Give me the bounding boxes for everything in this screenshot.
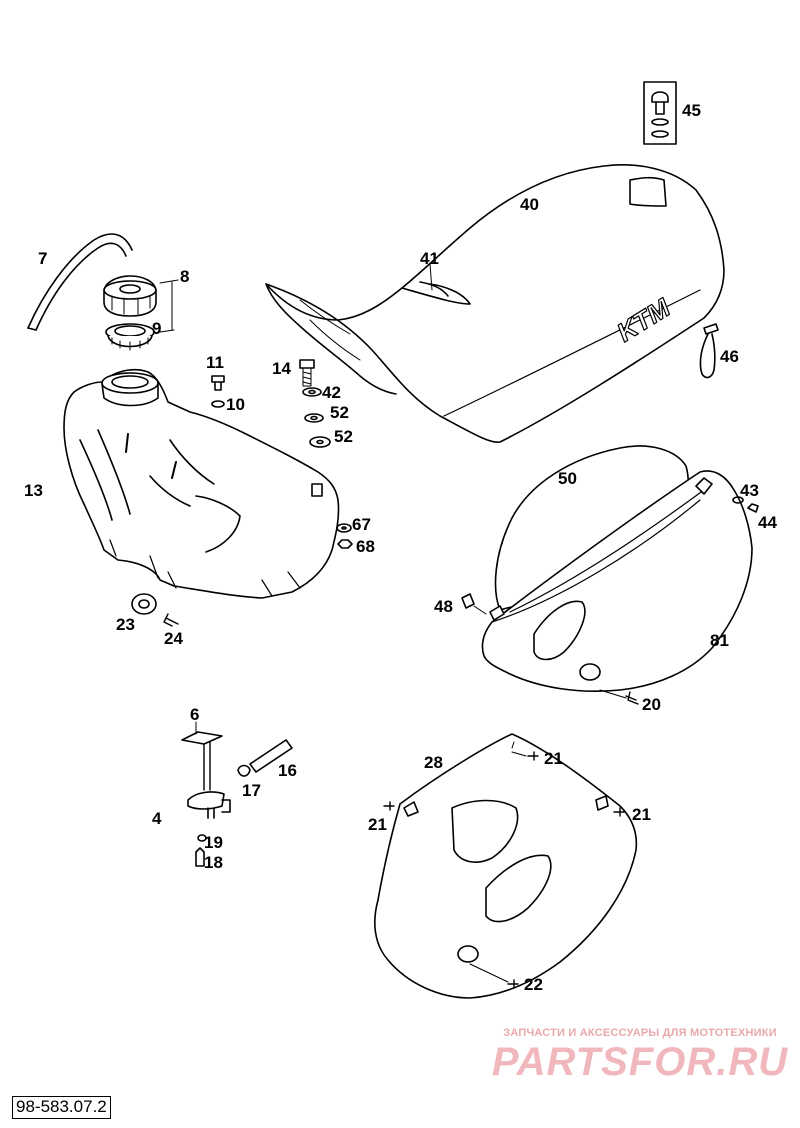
part-label-50: 50 [558,469,577,488]
cap-gasket-drawing [105,323,155,351]
part-label-21-top: 21 [544,749,563,768]
seat-drawing: KTM [265,164,725,443]
part-label-8: 8 [180,267,190,286]
panel-clip-drawing [461,593,475,609]
fuel-tap-drawing [181,731,231,867]
tank-bolt-washer-drawing [211,375,225,408]
part-label-52-upper: 52 [330,403,349,422]
part-label-48: 48 [434,597,453,616]
part-label-24: 24 [164,629,183,648]
part-label-43: 43 [740,481,759,500]
part-label-16: 16 [278,761,297,780]
tank-cap-drawing [103,275,157,317]
part-label-18: 18 [204,853,223,872]
part-label-4: 4 [152,809,162,828]
part-label-19: 19 [204,833,223,852]
part-label-10: 10 [226,395,245,414]
part-label-81: 81 [710,631,729,650]
part-label-21-right: 21 [632,805,651,824]
watermark-brand: PARTSFOR.RU [491,1040,789,1084]
part-label-22: 22 [524,975,543,994]
part-label-14: 14 [272,359,291,378]
part-label-68: 68 [356,537,375,556]
part-label-23: 23 [116,615,135,634]
part-label-41: 41 [420,249,439,268]
fuel-tank-drawing [63,368,340,599]
seat-strap-drawing [699,323,719,379]
panel-screw-drawing [625,691,639,705]
tank-grommet-screw-drawing [131,593,179,627]
part-label-52-lower: 52 [334,427,353,446]
fuel-hose-clip-drawing [237,739,293,777]
part-label-40: 40 [520,195,539,214]
panel-washer-nut-drawing [732,496,759,513]
part-label-67: 67 [352,515,371,534]
part-label-21-left: 21 [368,815,387,834]
part-label-28: 28 [424,753,443,772]
part-label-44: 44 [758,513,777,532]
part-label-42: 42 [322,383,341,402]
breather-hose-drawing [27,233,133,331]
part-label-13: 13 [24,481,43,500]
frame-guard-drawing [374,733,638,999]
tank-mount-washer-nut-drawing [336,523,353,549]
part-label-17: 17 [242,781,261,800]
seat-bolt-stack-drawing [299,359,331,448]
watermark-tagline: ЗАПЧАСТИ И АКСЕССУАРЫ ДЛЯ МОТОТЕХНИКИ [503,1027,777,1039]
side-panel-drawing [481,470,753,693]
part-label-7: 7 [38,249,48,268]
part-label-11: 11 [206,353,224,372]
seat-bolt-kit-drawing [643,81,677,145]
part-label-9: 9 [152,319,162,338]
part-label-46: 46 [720,347,739,366]
part-label-45: 45 [682,101,701,120]
part-label-20: 20 [642,695,661,714]
leader-lines [195,263,627,983]
part-label-6: 6 [190,705,200,724]
guard-screws-drawing [383,751,625,989]
diagram-code: 98-583.07.2 [12,1096,111,1119]
